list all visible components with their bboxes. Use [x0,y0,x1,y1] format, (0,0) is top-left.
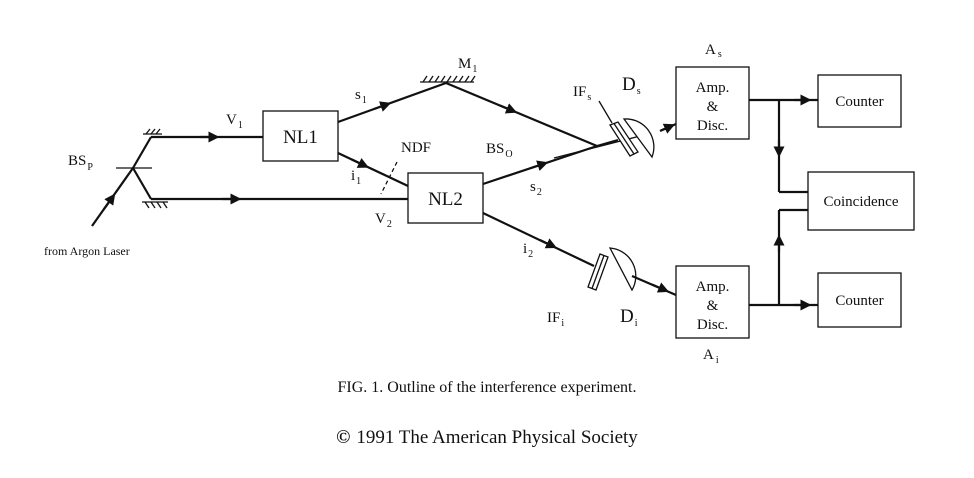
amp-disc-bottom: Amp. & Disc. [675,265,750,339]
pump-beam [91,136,152,227]
coincidence-box: Coincidence [807,171,915,231]
counter-top: Counter [817,74,902,128]
wiring-top [749,94,818,194]
amp-bot-line3: Disc. [697,317,728,333]
filter-ifi [587,253,609,291]
mirror-lower-left [142,201,168,209]
crystal-nl1: NL1 [262,110,339,162]
filter-ifs [598,100,639,157]
counter-bottom: Counter [817,272,902,328]
label-ifi: IFi [547,310,564,329]
idler-i2-beam [482,212,595,267]
counter-top-label: Counter [835,94,883,110]
mirror-upper-left [143,128,162,135]
copyright-notice: ©1991 The American Physical Society [336,427,638,448]
figure-caption: FIG. 1. Outline of the interference expe… [338,379,637,396]
label-ds: Ds [622,74,641,97]
signal-s1-beam [337,81,598,148]
combined-beam-to-ds [596,138,619,148]
label-ifs: IFs [573,84,591,103]
label-s2: s2 [530,179,542,198]
amp-disc-top: Amp. & Disc. [675,66,750,140]
coincidence-label: Coincidence [824,194,899,210]
nl2-label: NL2 [428,189,463,210]
di-to-amp-bot [631,274,677,297]
label-v2: V2 [375,211,392,230]
amp-bot-line1: Amp. [696,279,730,295]
label-m1: M1 [458,56,477,75]
label-v1: V1 [226,112,243,131]
label-s1: s1 [355,87,367,106]
label-bso: BSO [486,141,513,160]
label-source: from Argon Laser [44,244,130,258]
amp-bot-line2: & [707,298,719,314]
label-i1: i1 [351,168,361,187]
label-ndf: NDF [401,140,431,156]
neutral-density-filter [380,161,398,195]
detector-ds [622,118,655,159]
idler-i1-beam [337,152,409,187]
amp-top-line3: Disc. [697,118,728,134]
nl1-label: NL1 [283,127,318,148]
crystal-nl2: NL2 [407,172,484,224]
amp-top-line2: & [707,99,719,115]
counter-bot-label: Counter [835,293,883,309]
amp-top-line1: Amp. [696,80,730,96]
label-i2: i2 [523,241,533,260]
label-di: Di [620,306,638,329]
label-bsp: BSP [68,153,93,173]
wiring-bottom [749,208,818,311]
ds-to-amp-top [659,122,677,134]
detector-di [608,247,637,292]
mirror-m1 [420,75,476,83]
